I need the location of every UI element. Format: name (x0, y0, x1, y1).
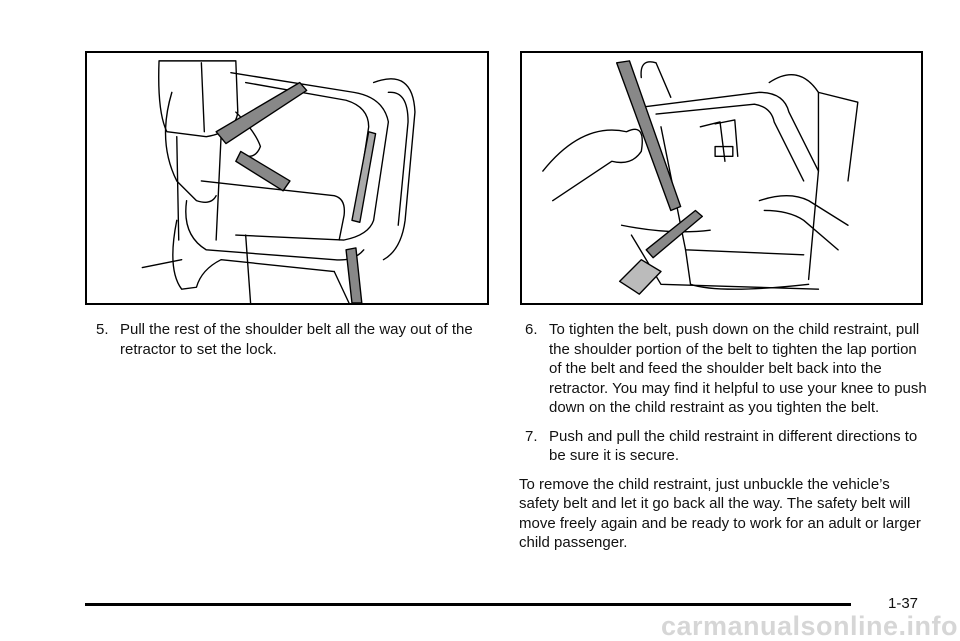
figure-right-illustration (520, 51, 923, 305)
step-6-number: 6. (525, 321, 538, 338)
left-column-text: 5. Pull the rest of the shoulder belt al… (90, 320, 490, 359)
child-seat-shoulder-belt-illustration (141, 60, 416, 303)
watermark: carmanualsonline.info (660, 611, 958, 641)
step-5-text: Pull the rest of the shoulder belt all t… (120, 321, 473, 358)
figure-left-illustration (85, 51, 489, 305)
step-5-number: 5. (96, 321, 109, 338)
right-column-text: 6. To tighten the belt, push down on the… (519, 320, 929, 553)
page-number: 1-37 (888, 595, 919, 612)
footer-rule (85, 603, 851, 606)
closing-paragraph: To remove the child restraint, just unbu… (519, 475, 921, 552)
step-7-text: Push and pull the child restraint in dif… (549, 427, 918, 465)
step-7: 7. Push and pull the child restraint in … (519, 427, 929, 466)
step-5: 5. Pull the rest of the shoulder belt al… (90, 320, 490, 359)
step-6-text: To tighten the belt, push down on the ch… (549, 321, 927, 416)
step-7-number: 7. (525, 427, 538, 445)
step-6: 6. To tighten the belt, push down on the… (519, 320, 929, 418)
tighten-child-restraint-illustration (542, 60, 859, 295)
